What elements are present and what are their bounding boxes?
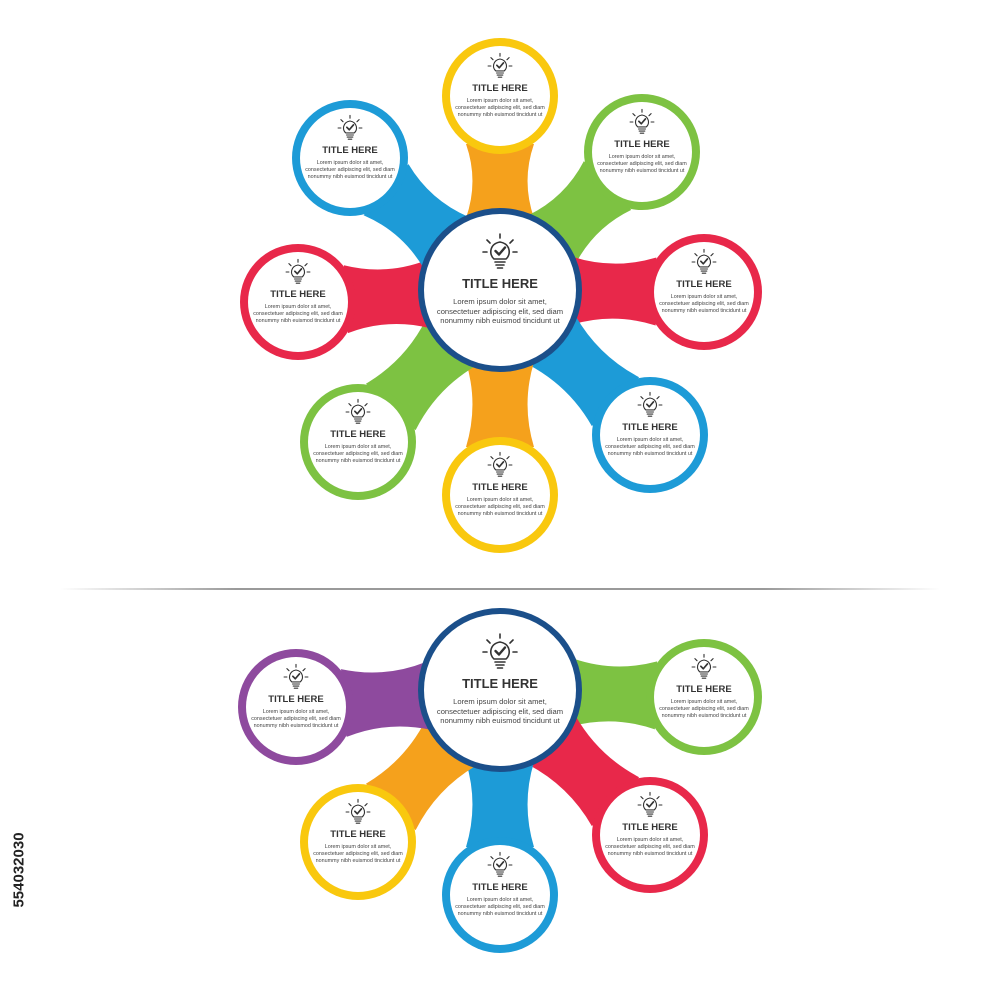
bottom-node-2-content: TITLE HERE Lorem ipsum dolor sit amet, co…: [604, 791, 696, 858]
bottom-node-2-title: TITLE HERE: [622, 822, 678, 833]
section-divider: [60, 588, 940, 590]
top-connector-3: [571, 256, 657, 326]
bottom-center-content: TITLE HERE Lorem ipsum dolor sit amet, co…: [435, 632, 565, 726]
bottom-node-1-description: Lorem ipsum dolor sit amet, consectetuer…: [659, 699, 749, 719]
bottom-center-description: Lorem ipsum dolor sit amet, consectetuer…: [436, 697, 564, 726]
top-node-4-face: [600, 385, 700, 485]
stock-id-text: 554032030: [10, 832, 28, 908]
top-node-1-title: TITLE HERE: [472, 83, 528, 94]
top-node-8-face: [300, 108, 400, 208]
bottom-node-3-title: TITLE HERE: [472, 882, 528, 893]
bottom-center-face: [424, 614, 576, 766]
top-node-3-face: [654, 242, 754, 342]
bottom-node-5-content: TITLE HERE Lorem ipsum dolor sit amet, co…: [250, 663, 342, 730]
lightbulb-check-icon: [435, 232, 565, 272]
top-node-6-description: Lorem ipsum dolor sit amet, consectetuer…: [313, 444, 403, 464]
lightbulb-check-icon: [658, 653, 750, 681]
top-node-8-content: TITLE HERE Lorem ipsum dolor sit amet, co…: [304, 114, 396, 181]
bottom-node-1-face: [654, 647, 754, 747]
top-node-6-title: TITLE HERE: [330, 429, 386, 440]
top-connector-5: [466, 362, 534, 447]
stock-id-label: 554032030: [4, 770, 34, 970]
lightbulb-check-icon: [658, 248, 750, 276]
bottom-center-title: TITLE HERE: [462, 676, 538, 691]
top-node-1-content: TITLE HERE Lorem ipsum dolor sit amet, co…: [454, 52, 546, 119]
bottom-connector-1: [570, 658, 658, 730]
bottom-node-3-face: [450, 845, 550, 945]
top-node-4-description: Lorem ipsum dolor sit amet, consectetuer…: [605, 437, 695, 457]
top-node-7-face: [248, 252, 348, 352]
bottom-node-4-face: [308, 792, 408, 892]
top-center-face: [424, 214, 576, 366]
top-node-2-title: TITLE HERE: [614, 139, 670, 150]
lightbulb-check-icon: [312, 398, 404, 426]
lightbulb-check-icon: [304, 114, 396, 142]
top-node-6-face: [308, 392, 408, 492]
top-node-5-content: TITLE HERE Lorem ipsum dolor sit amet, co…: [454, 451, 546, 518]
bottom-connector-3: [466, 762, 534, 847]
top-center-title: TITLE HERE: [462, 276, 538, 291]
top-node-3-content: TITLE HERE Lorem ipsum dolor sit amet, co…: [658, 248, 750, 315]
top-node-1-description: Lorem ipsum dolor sit amet, consectetuer…: [455, 98, 545, 118]
bottom-node-4-title: TITLE HERE: [330, 829, 386, 840]
bottom-node-5-face: [246, 657, 346, 757]
top-node-7-content: TITLE HERE Lorem ipsum dolor sit amet, co…: [252, 258, 344, 325]
bottom-node-3-description: Lorem ipsum dolor sit amet, consectetuer…: [455, 897, 545, 917]
bottom-node-1-content: TITLE HERE Lorem ipsum dolor sit amet, co…: [658, 653, 750, 720]
lightbulb-check-icon: [435, 632, 565, 672]
top-node-7-description: Lorem ipsum dolor sit amet, consectetuer…: [253, 304, 343, 324]
top-node-8-title: TITLE HERE: [322, 145, 378, 156]
top-node-5-description: Lorem ipsum dolor sit amet, consectetuer…: [455, 497, 545, 517]
bottom-connector-5: [341, 662, 432, 737]
lightbulb-check-icon: [596, 108, 688, 136]
top-node-8-description: Lorem ipsum dolor sit amet, consectetuer…: [305, 160, 395, 180]
top-node-1-face: [450, 46, 550, 146]
lightbulb-check-icon: [454, 451, 546, 479]
top-node-5-title: TITLE HERE: [472, 482, 528, 493]
bottom-node-5-title: TITLE HERE: [268, 694, 324, 705]
lightbulb-check-icon: [604, 791, 696, 819]
lightbulb-check-icon: [454, 52, 546, 80]
top-node-2-face: [592, 102, 692, 202]
top-node-3-title: TITLE HERE: [676, 279, 732, 290]
lightbulb-check-icon: [604, 391, 696, 419]
bottom-node-2-face: [600, 785, 700, 885]
top-node-6-content: TITLE HERE Lorem ipsum dolor sit amet, co…: [312, 398, 404, 465]
top-node-2-content: TITLE HERE Lorem ipsum dolor sit amet, co…: [596, 108, 688, 175]
top-center-content: TITLE HERE Lorem ipsum dolor sit amet, co…: [435, 232, 565, 326]
top-connector-7: [343, 260, 431, 334]
lightbulb-check-icon: [252, 258, 344, 286]
top-node-4-title: TITLE HERE: [622, 422, 678, 433]
top-node-7-title: TITLE HERE: [270, 289, 326, 300]
lightbulb-check-icon: [454, 851, 546, 879]
bottom-node-2-description: Lorem ipsum dolor sit amet, consectetuer…: [605, 837, 695, 857]
bottom-node-4-content: TITLE HERE Lorem ipsum dolor sit amet, co…: [312, 798, 404, 865]
top-connector-1: [466, 144, 534, 218]
bottom-node-5-description: Lorem ipsum dolor sit amet, consectetuer…: [251, 709, 341, 729]
bottom-node-4-description: Lorem ipsum dolor sit amet, consectetuer…: [313, 844, 403, 864]
lightbulb-check-icon: [250, 663, 342, 691]
top-center-description: Lorem ipsum dolor sit amet, consectetuer…: [436, 297, 564, 326]
bottom-node-1-title: TITLE HERE: [676, 684, 732, 695]
top-node-5-face: [450, 445, 550, 545]
top-node-4-content: TITLE HERE Lorem ipsum dolor sit amet, co…: [604, 391, 696, 458]
bottom-node-3-content: TITLE HERE Lorem ipsum dolor sit amet, co…: [454, 851, 546, 918]
top-node-3-description: Lorem ipsum dolor sit amet, consectetuer…: [659, 294, 749, 314]
lightbulb-check-icon: [312, 798, 404, 826]
top-node-2-description: Lorem ipsum dolor sit amet, consectetuer…: [597, 154, 687, 174]
